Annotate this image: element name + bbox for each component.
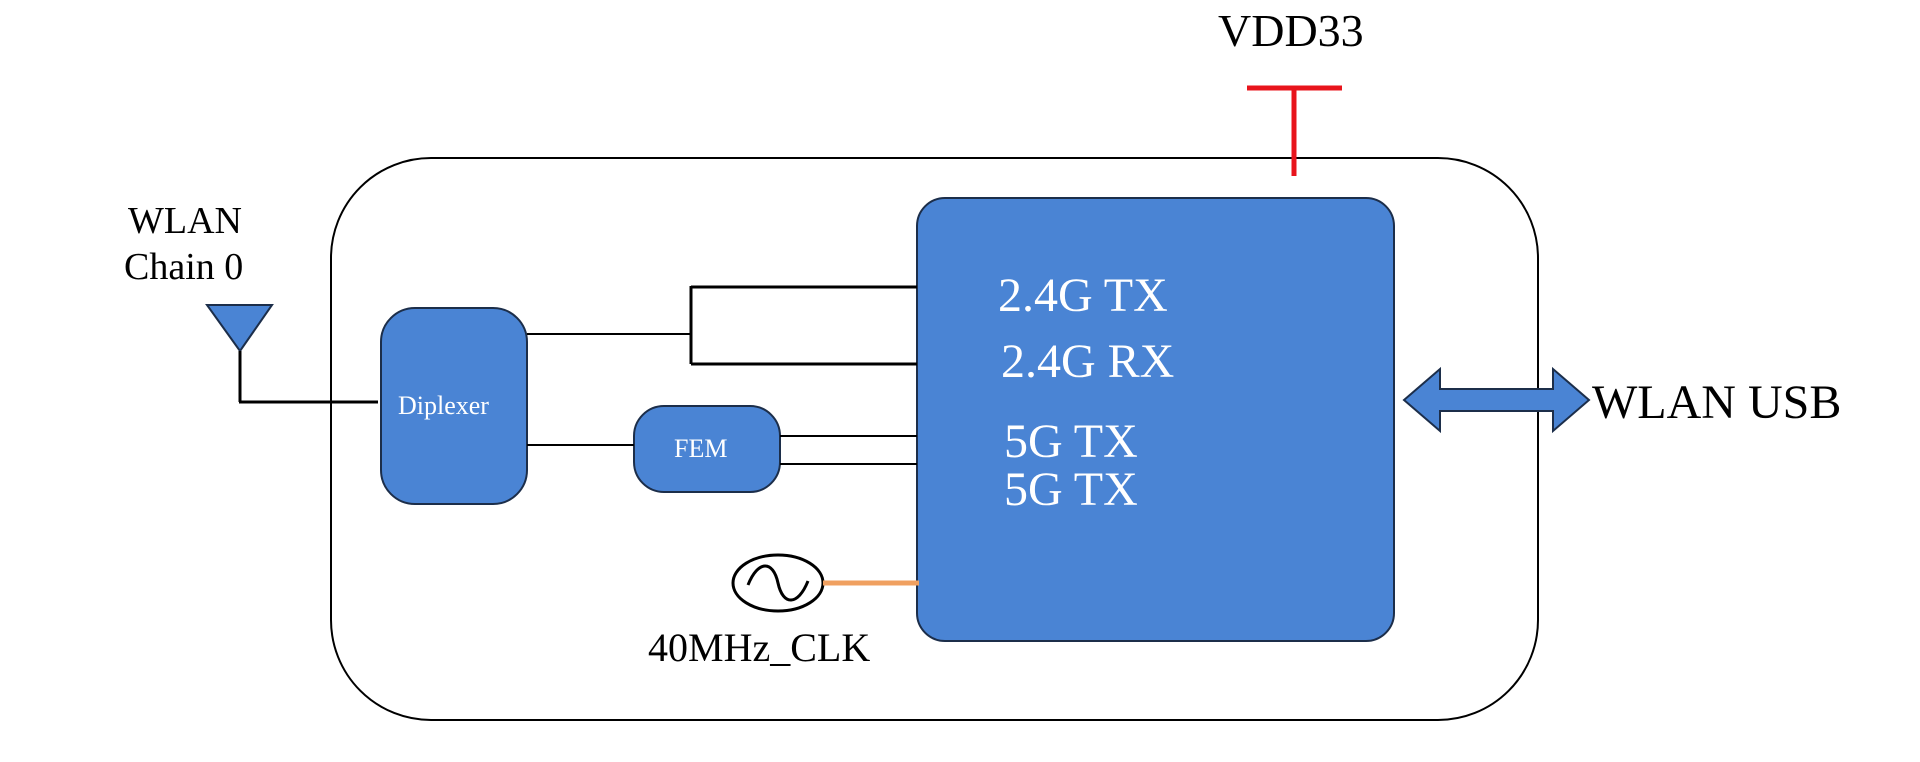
oscillator-icon [731,553,825,613]
antenna-icon [205,304,378,404]
chip-port-5g-tx-1: 5G TX [1004,415,1138,468]
fem-label: FEM [674,434,728,463]
chip-port-24g-tx: 2.4G TX [998,269,1168,322]
antenna-label-line2: Chain 0 [124,246,244,288]
wlan-chip-block [916,197,1395,642]
module-outline [330,157,1539,721]
power-symbol [1247,85,1342,176]
power-label: VDD33 [1218,5,1364,56]
chip-port-5g-tx-2: 5G TX [1004,463,1138,516]
fem-block [633,405,781,493]
bidirectional-arrow-icon [1402,366,1591,434]
diplexer-block [380,307,528,505]
clock-label: 40MHz_CLK [648,625,871,670]
chip-port-24g-rx: 2.4G RX [1001,335,1175,388]
antenna-label-line1: WLAN [128,200,242,242]
interface-label: WLAN USB [1592,376,1842,429]
diplexer-label: Diplexer [398,391,489,420]
signal-lines [527,285,917,465]
